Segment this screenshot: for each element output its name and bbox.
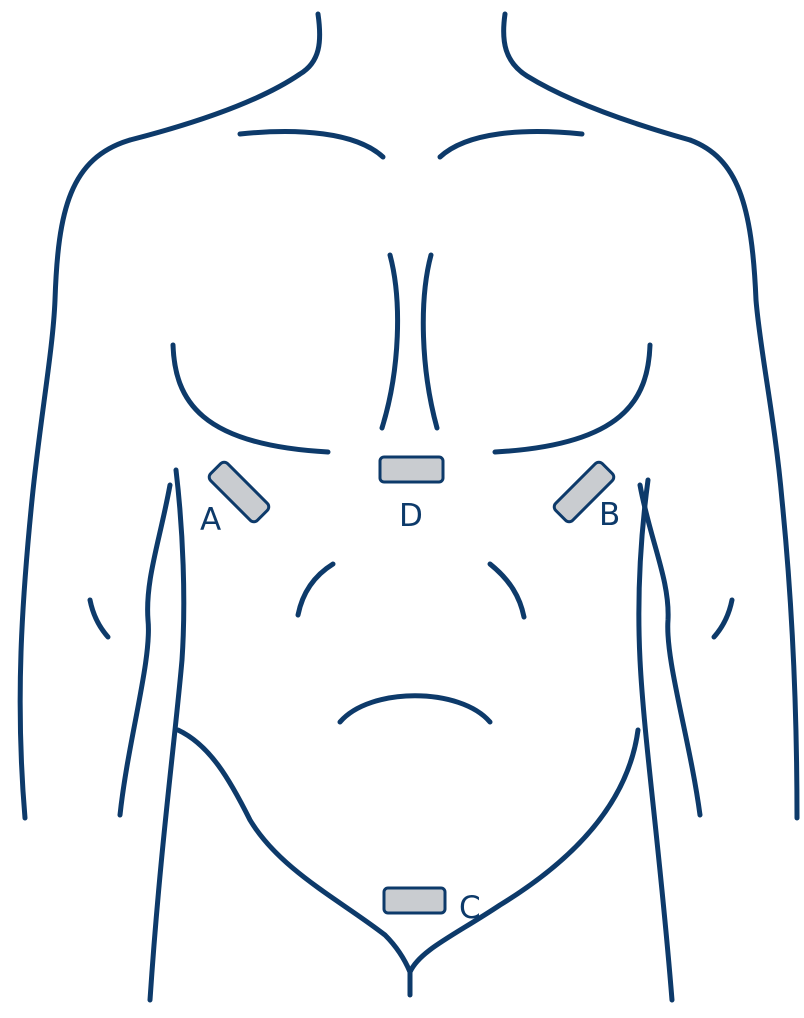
navel-line xyxy=(340,696,490,722)
electrode-pad-d xyxy=(380,457,443,482)
left-arm-crease xyxy=(90,600,108,637)
sternum-right-line xyxy=(423,255,437,428)
left-shoulder-arm-line xyxy=(20,140,130,818)
pad-label-b: B xyxy=(599,497,620,533)
pad-label-c: C xyxy=(459,890,481,926)
left-inguinal-line xyxy=(178,730,410,972)
right-clavicle-line xyxy=(440,132,582,157)
electrode-pad-c xyxy=(384,888,445,913)
right-hip-line xyxy=(639,480,672,1000)
left-rib-line xyxy=(298,564,333,615)
neck-left-line xyxy=(130,14,320,140)
right-pectoral-line xyxy=(495,345,650,452)
right-shoulder-arm-line xyxy=(690,140,797,818)
electrode-pad-d-shape xyxy=(380,457,443,482)
right-rib-line xyxy=(490,564,524,617)
neck-right-line xyxy=(504,14,690,140)
left-torso-side-line xyxy=(120,485,170,815)
left-pectoral-line xyxy=(173,345,328,452)
left-clavicle-line xyxy=(240,132,383,157)
sternum-left-line xyxy=(382,255,398,428)
pad-label-d: D xyxy=(399,498,423,534)
right-arm-crease xyxy=(714,600,732,637)
pad-label-a: A xyxy=(200,502,221,538)
right-inguinal-line xyxy=(410,730,638,972)
electrode-pad-c-shape xyxy=(384,888,445,913)
